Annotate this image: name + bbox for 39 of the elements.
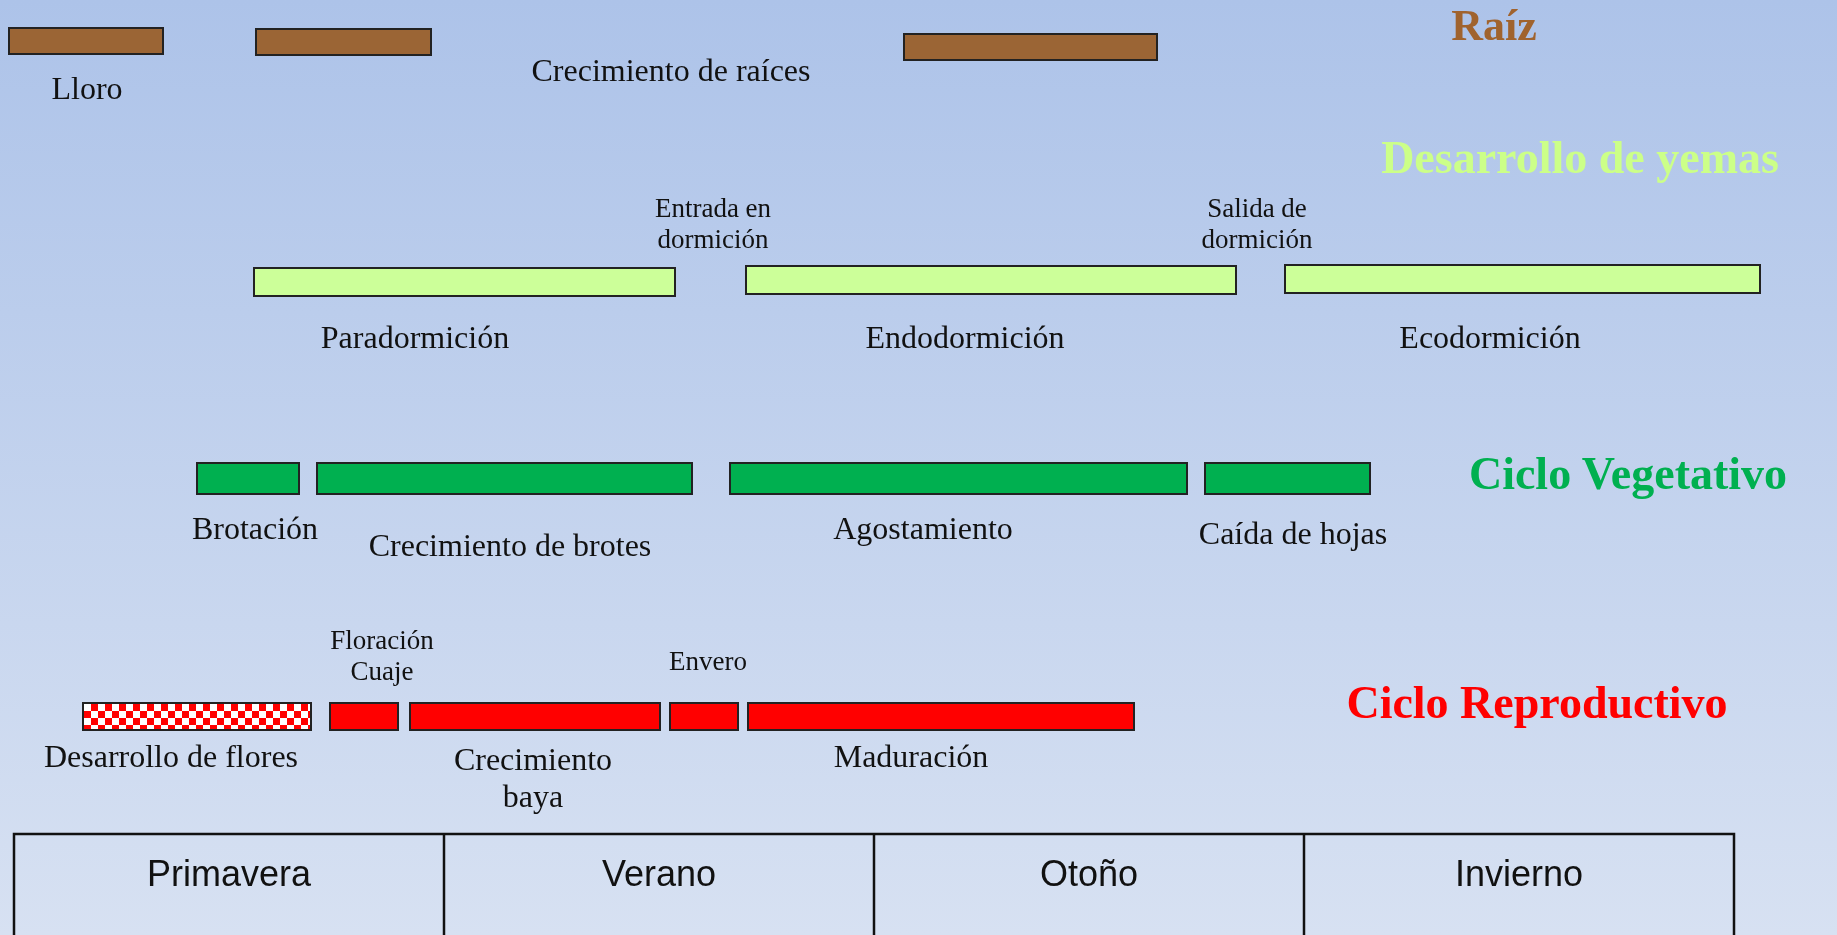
phase-label: Paradormición: [319, 318, 511, 356]
row-heading: Desarrollo de yemas: [1380, 131, 1780, 185]
timeline-bar: [196, 462, 300, 495]
phase-label: Endodormición: [864, 318, 1066, 356]
timeline-bar: [1284, 264, 1761, 294]
phase-label: Envero: [668, 646, 748, 678]
phase-label: Desarrollo de flores: [42, 737, 300, 775]
phase-label: Caída de hojas: [1197, 514, 1389, 552]
timeline-bar: [316, 462, 693, 495]
season-label: Otoño: [1038, 853, 1140, 895]
phase-label: Floración Cuaje: [329, 624, 435, 688]
row-heading: Ciclo Reproductivo: [1345, 676, 1729, 730]
timeline-bar: [903, 33, 1158, 61]
phase-label: Crecimiento baya: [452, 741, 614, 815]
timeline-bar: [8, 27, 164, 55]
row-heading: Ciclo Vegetativo: [1467, 447, 1789, 501]
phase-label: Ecodormición: [1398, 318, 1582, 356]
phase-label: Lloro: [50, 69, 124, 107]
phase-label: Crecimiento de brotes: [367, 526, 653, 564]
timeline-bar: [745, 265, 1237, 295]
phase-label: Maduración: [832, 737, 990, 775]
body-text: Crecimiento de raíces: [530, 51, 812, 89]
timeline-bar: [747, 702, 1135, 731]
row-heading: Raíz: [1450, 0, 1538, 52]
timeline-bar: [253, 267, 676, 297]
timeline-bar: [1204, 462, 1371, 495]
season-label: Invierno: [1453, 853, 1585, 895]
season-label: Verano: [600, 853, 718, 895]
timeline-bar: [255, 28, 432, 56]
timeline-bar: [669, 702, 739, 731]
timeline-bar: [329, 702, 399, 731]
season-label: Primavera: [145, 853, 312, 895]
checkered-bar: [82, 702, 312, 731]
body-text: Salida de dormición: [1200, 192, 1314, 256]
timeline-bar: [409, 702, 661, 731]
body-text: Entrada en dormición: [653, 192, 773, 256]
timeline-bar: [729, 462, 1188, 495]
phase-label: Agostamiento: [832, 509, 1014, 547]
phase-label: Brotación: [190, 509, 320, 547]
